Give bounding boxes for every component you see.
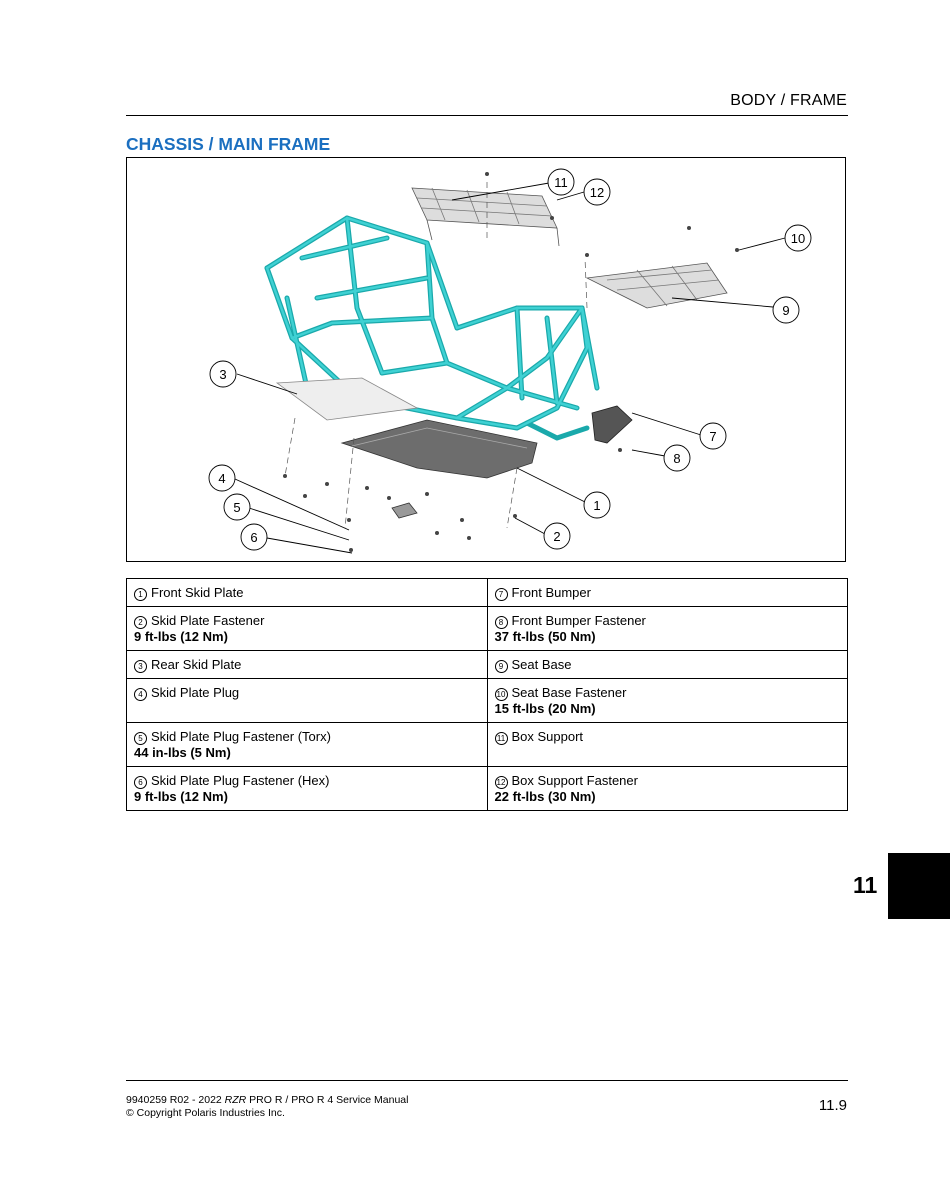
footer-doc-suffix: PRO R / PRO R 4 Service Manual	[246, 1094, 409, 1106]
legend-item-torque: 37 ft-lbs (50 Nm)	[494, 629, 596, 644]
legend-item-number: 7	[494, 588, 508, 601]
footer-doc-model: RZR	[224, 1094, 247, 1106]
legend-item-torque: 44 in-lbs (5 Nm)	[134, 745, 231, 760]
seat-base-part	[585, 262, 728, 309]
legend-item-number: 4	[134, 688, 147, 701]
box-support-part	[411, 187, 560, 247]
legend-item-torque: 22 ft-lbs (30 Nm)	[494, 789, 596, 804]
chassis-exploded-figure: 11 12 10 9 3 7 8 4 1 5 6 2	[126, 157, 846, 562]
page-number: 11.9	[818, 1097, 847, 1114]
legend-item-number: 11	[494, 732, 508, 745]
page-title: CHASSIS / MAIN FRAME	[126, 134, 331, 154]
legend-row: 5 Skid Plate Plug Fastener (Torx)44 in-lb…	[126, 722, 848, 767]
chapter-tab	[888, 853, 950, 919]
svg-text:2: 2	[553, 529, 560, 544]
callout-10: 10	[784, 224, 812, 252]
front-bumper-part	[591, 405, 633, 444]
svg-text:5: 5	[233, 500, 240, 515]
legend-item-number: 3	[134, 660, 147, 673]
svg-text:1: 1	[593, 498, 600, 513]
legend-cell: 4 Skid Plate Plug	[126, 678, 488, 723]
svg-text:4: 4	[218, 471, 225, 486]
svg-text:10: 10	[791, 231, 805, 246]
legend-row: 6 Skid Plate Plug Fastener (Hex)9 ft-lbs …	[126, 766, 848, 811]
header-rule	[126, 115, 848, 116]
callout-9: 9	[772, 296, 800, 324]
legend-item-name: Skid Plate Fastener	[151, 613, 265, 628]
legend-item-number: 10	[494, 688, 508, 701]
callout-11: 11	[547, 168, 575, 196]
section-header: BODY / FRAME	[730, 92, 847, 109]
legend-item-name: Box Support	[511, 729, 584, 744]
footer-doc-info: 9940259 R02 - 2022 RZR PRO R / PRO R 4 S…	[126, 1094, 408, 1119]
legend-item-name: Front Bumper Fastener	[511, 613, 646, 628]
callout-8: 8	[663, 444, 691, 472]
chapter-number: 11	[853, 872, 878, 898]
legend-item-number: 2	[134, 616, 147, 629]
callout-4: 4	[208, 464, 236, 492]
footer-rule	[126, 1080, 848, 1081]
legend-item-torque: 9 ft-lbs (12 Nm)	[134, 789, 228, 804]
svg-text:7: 7	[709, 429, 716, 444]
legend-cell: 5 Skid Plate Plug Fastener (Torx)44 in-lb…	[126, 722, 488, 767]
legend-item-number: 6	[134, 776, 147, 789]
legend-item-name: Seat Base	[511, 657, 572, 672]
svg-text:6: 6	[250, 530, 257, 545]
legend-item-name: Skid Plate Plug Fastener (Hex)	[151, 773, 330, 788]
legend-cell: 1 Front Skid Plate	[126, 578, 488, 607]
legend-item-name: Skid Plate Plug Fastener (Torx)	[151, 729, 331, 744]
front-skid-plate-part	[340, 419, 538, 479]
legend-cell: 6 Skid Plate Plug Fastener (Hex)9 ft-lbs …	[126, 766, 488, 811]
callout-2: 2	[543, 522, 571, 550]
svg-text:12: 12	[590, 185, 604, 200]
legend-item-name: Skid Plate Plug	[151, 685, 240, 700]
callout-12: 12	[583, 178, 611, 206]
legend-item-number: 8	[494, 616, 508, 629]
svg-text:11: 11	[554, 175, 568, 190]
chassis-illustration: 11 12 10 9 3 7 8 4 1 5 6 2	[208, 168, 812, 554]
svg-text:8: 8	[673, 451, 680, 466]
svg-text:9: 9	[782, 303, 789, 318]
legend-item-name: Front Skid Plate	[151, 585, 244, 600]
svg-text:3: 3	[219, 367, 226, 382]
callout-6: 6	[240, 523, 268, 551]
legend-item-number: 9	[494, 660, 508, 673]
legend-cell: 3 Rear Skid Plate	[126, 650, 488, 679]
callout-3: 3	[209, 360, 237, 388]
callout-5: 5	[223, 493, 251, 521]
callout-7: 7	[699, 422, 727, 450]
legend-item-torque: 9 ft-lbs (12 Nm)	[134, 629, 228, 644]
footer-copyright: © Copyright Polaris Industries Inc.	[126, 1106, 285, 1119]
legend-item-name: Box Support Fastener	[511, 773, 638, 788]
legend-item-number: 12	[494, 776, 508, 789]
legend-item-name: Seat Base Fastener	[511, 685, 627, 700]
legend-item-name: Front Bumper	[511, 585, 591, 600]
callout-1: 1	[583, 491, 611, 519]
rear-skid-plate-part	[275, 377, 419, 421]
legend-item-name: Rear Skid Plate	[151, 657, 242, 672]
footer-doc-prefix: 9940259 R02 - 2022	[126, 1094, 225, 1106]
legend-item-number: 5	[134, 732, 147, 745]
legend-item-torque: 15 ft-lbs (20 Nm)	[494, 701, 596, 716]
legend-item-number: 1	[134, 588, 147, 601]
